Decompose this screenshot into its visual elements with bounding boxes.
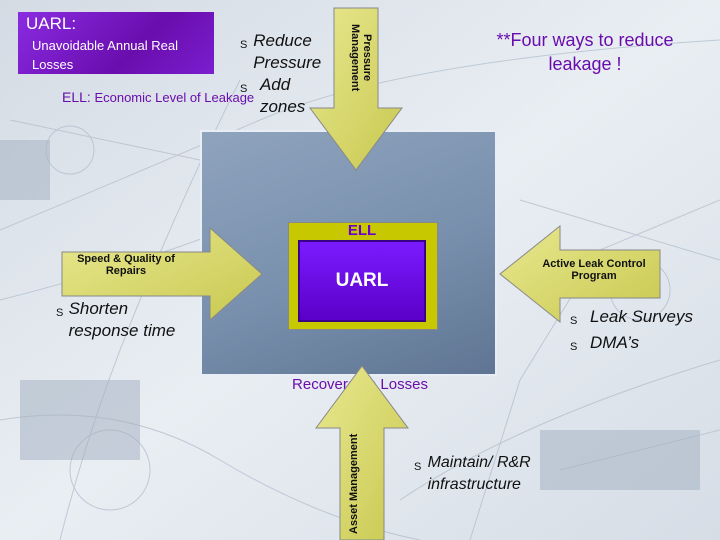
leak-control-bullets: S Leak Surveys S DMA’s: [570, 306, 710, 358]
uarl-definition-box: UARL: Unavoidable Annual Real Losses: [18, 12, 214, 74]
bullet-leak-surveys: S Leak Surveys: [570, 306, 710, 332]
bullet-icon: S: [56, 307, 64, 319]
bullet-reduce-pressure: S Reduce Pressure: [240, 30, 340, 74]
pressure-management-label: Pressure Management: [349, 24, 373, 92]
bullet-icon: S: [240, 83, 248, 95]
bullet-icon: S: [240, 39, 248, 51]
bullet-text: Shorten response time: [68, 299, 176, 340]
ell-label: ELL: [347, 222, 377, 239]
ell-full-name: Economic Level of Leakage: [94, 90, 255, 105]
ell-definition: ELL: Economic Level of Leakage: [62, 88, 254, 107]
repairs-label: Speed & Quality of Repairs: [77, 253, 175, 277]
uarl-abbreviation: UARL:: [26, 14, 77, 33]
bullet-icon: S: [414, 461, 422, 473]
asset-management-label: Asset Management: [348, 433, 360, 535]
pressure-bullets: S Reduce Pressure S Add zones: [240, 30, 340, 118]
bullet-maintain: S Maintain/ R&R infrastructure: [414, 452, 564, 496]
repairs-arrow: [61, 226, 263, 322]
bullet-icon: S: [570, 315, 578, 327]
four-ways-note: **Four ways to reduce leakage !: [496, 30, 674, 74]
uarl-label: UARL: [335, 270, 389, 291]
bullet-shorten-response: S Shorten response time: [56, 298, 176, 342]
repairs-bullets: S Shorten response time: [56, 298, 176, 342]
asset-management-arrow: [315, 365, 409, 540]
bullet-add-zones: S Add zones: [240, 74, 340, 118]
bullet-text: Add zones: [259, 75, 306, 116]
bullet-dmas: S DMA’s: [570, 332, 710, 358]
bullet-text: Leak Surveys: [590, 307, 693, 326]
uarl-full-name: Unavoidable Annual Real Losses: [32, 38, 178, 72]
bullet-text: DMA’s: [590, 333, 640, 352]
bullet-text: Maintain/ R&R infrastructure: [427, 454, 531, 493]
bullet-text: Reduce Pressure: [253, 31, 322, 72]
bullet-icon: S: [570, 341, 578, 353]
leak-control-arrow: [499, 224, 661, 324]
ell-abbreviation: ELL:: [62, 89, 91, 105]
uarl-box: [298, 240, 426, 322]
pressure-management-arrow: [309, 7, 403, 171]
leak-control-label: Active Leak Control Program: [542, 258, 646, 282]
asset-bullets: S Maintain/ R&R infrastructure: [414, 452, 564, 496]
